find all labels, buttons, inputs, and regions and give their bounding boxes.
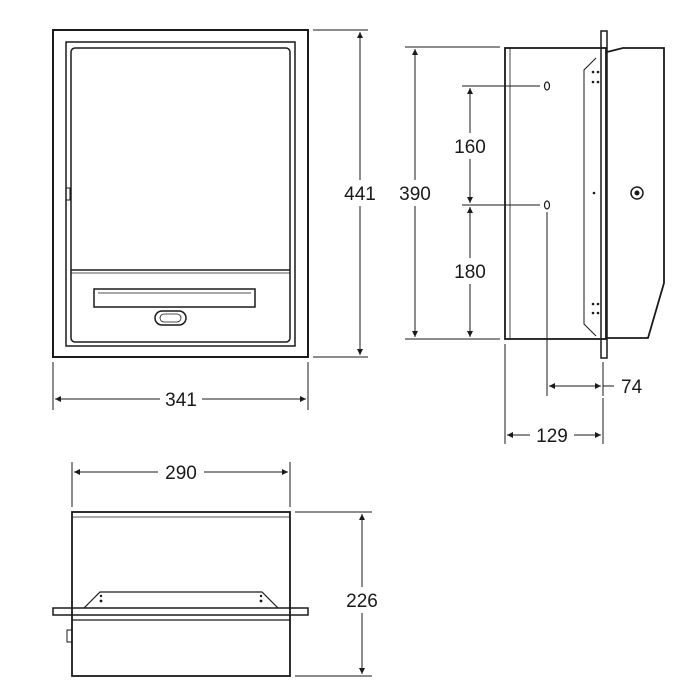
dim-side-hole-offset: 74: [546, 212, 643, 398]
side-rivet-8: [591, 311, 595, 315]
bottom-rivet-2: [99, 594, 103, 598]
side-rivet-4: [596, 80, 600, 84]
bottom-inner-bracket: [83, 591, 279, 609]
dim-bottom-depth: 226: [295, 511, 384, 677]
dim-front-width: 341: [52, 362, 309, 411]
side-mounting-hole-lower: [543, 200, 551, 210]
side-inner-bracket: [583, 57, 597, 337]
front-view: [52, 29, 309, 358]
dim-side-overall-height: 390: [394, 46, 500, 340]
side-rivet-6: [591, 302, 595, 306]
towel-dispensing-slot: [93, 288, 256, 308]
side-rivet-7: [596, 302, 600, 306]
dim-front-height: 441: [313, 29, 381, 358]
front-outer-frame: [52, 29, 309, 358]
side-mounting-hole-upper: [543, 81, 551, 91]
dim-side-hole-spacing: 160 180: [449, 85, 540, 337]
dim-label-bottom-depth: 226: [346, 591, 378, 612]
front-inner-frame: [65, 41, 296, 347]
side-rivet-5: [592, 191, 596, 195]
lock-handle: [154, 310, 187, 326]
bottom-rivet-4: [259, 594, 263, 598]
dim-label-front-height: 441: [344, 184, 376, 205]
side-flange: [600, 30, 608, 359]
dim-label-side-upper-spacing: 160: [454, 137, 486, 158]
bottom-flange: [52, 607, 309, 616]
lock-handle-inner: [159, 313, 182, 323]
side-rivet-9: [596, 311, 600, 315]
side-rivet-2: [596, 70, 600, 74]
side-door-lock-core: [634, 190, 640, 196]
side-body: [504, 47, 607, 340]
bottom-body: [71, 511, 291, 677]
dim-label-bottom-width: 290: [165, 463, 197, 484]
bottom-rivet-1: [99, 599, 103, 603]
front-door-panel: [70, 47, 291, 343]
side-rivet-1: [591, 70, 595, 74]
bottom-hinge-tab: [66, 629, 73, 643]
dim-label-front-width: 341: [165, 390, 197, 411]
front-hinge-tab: [65, 187, 71, 201]
dim-side-depth: 129: [504, 344, 604, 447]
bottom-view: [52, 511, 309, 677]
dim-label-side-hole-offset: 74: [621, 377, 643, 398]
bottom-rivet-3: [259, 599, 263, 603]
side-rivet-3: [591, 80, 595, 84]
dim-label-side-overall-height: 390: [399, 184, 431, 205]
dim-bottom-width: 290: [71, 460, 291, 507]
dim-label-side-depth: 129: [536, 426, 568, 447]
side-view: [504, 30, 665, 359]
side-door-profile: [606, 47, 665, 339]
side-door-lock: [630, 186, 644, 200]
dim-label-side-lower-spacing: 180: [454, 262, 486, 283]
